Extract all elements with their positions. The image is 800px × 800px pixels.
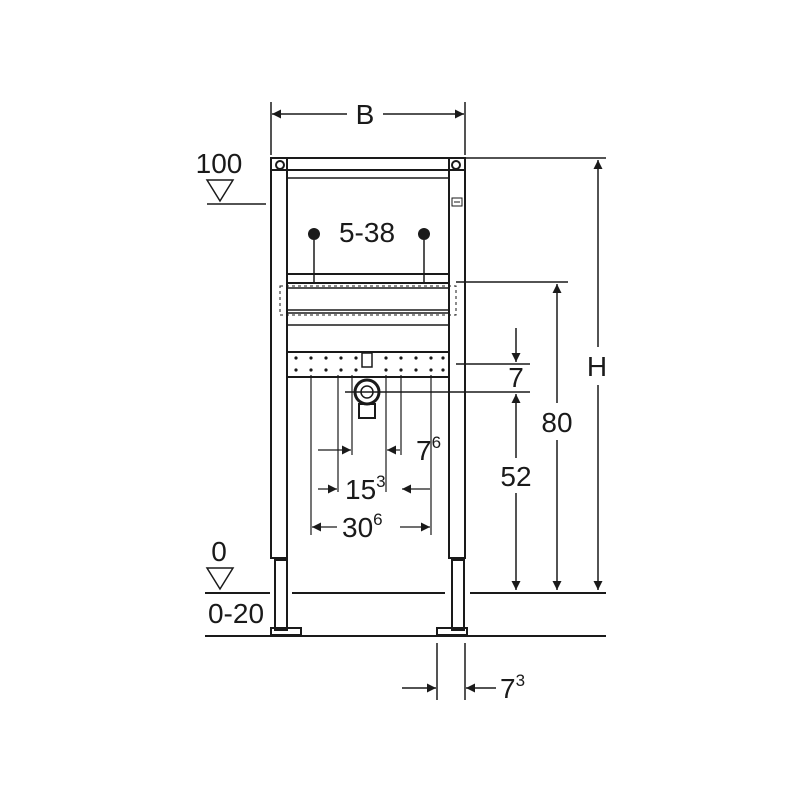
perforation-holes	[294, 356, 445, 372]
corner-hole	[451, 160, 461, 170]
spacing-15-3-label: 153	[345, 472, 386, 505]
horizontal-spacing-dimensions	[310, 375, 432, 535]
middle-crossbar	[286, 273, 450, 284]
right-water-point-icon	[418, 228, 430, 240]
left-upright	[270, 157, 288, 559]
top-level-label: 100	[196, 148, 243, 179]
right-upright	[448, 157, 466, 559]
mounting-frame	[270, 157, 468, 636]
offset-7-label: 7	[508, 362, 524, 393]
spacing-30-6-label: 306	[342, 510, 383, 543]
spacing-7-6-label: 76	[416, 433, 441, 466]
foot-7-3-label: 73	[500, 671, 525, 704]
floor-lines	[205, 592, 606, 637]
height-52-dimension	[345, 328, 530, 590]
height-52-label: 52	[500, 461, 531, 492]
height-80-label: 80	[541, 407, 572, 438]
floor-level-marker-icon	[205, 567, 235, 591]
corner-hole	[275, 160, 285, 170]
floor-level-label: 0	[211, 536, 227, 567]
width-dimension	[270, 102, 466, 155]
left-water-point-icon	[308, 228, 320, 240]
foot-dimension	[402, 643, 496, 700]
height-80-dimension	[456, 281, 568, 590]
water-connections	[308, 228, 430, 282]
frame-label-tag	[451, 197, 463, 207]
floor-range-label: 0-20	[208, 598, 264, 629]
drain-fitting	[353, 352, 381, 419]
height-dimension	[465, 157, 606, 590]
rail-spacing-label: 5-38	[339, 217, 395, 248]
perforated-crossbar	[286, 351, 450, 378]
top-level-marker-icon	[205, 179, 266, 205]
right-foot-post	[451, 559, 465, 631]
height-label: H	[587, 351, 607, 382]
width-label: B	[356, 99, 375, 130]
top-crossbar	[270, 157, 466, 171]
left-foot-post	[274, 559, 288, 631]
